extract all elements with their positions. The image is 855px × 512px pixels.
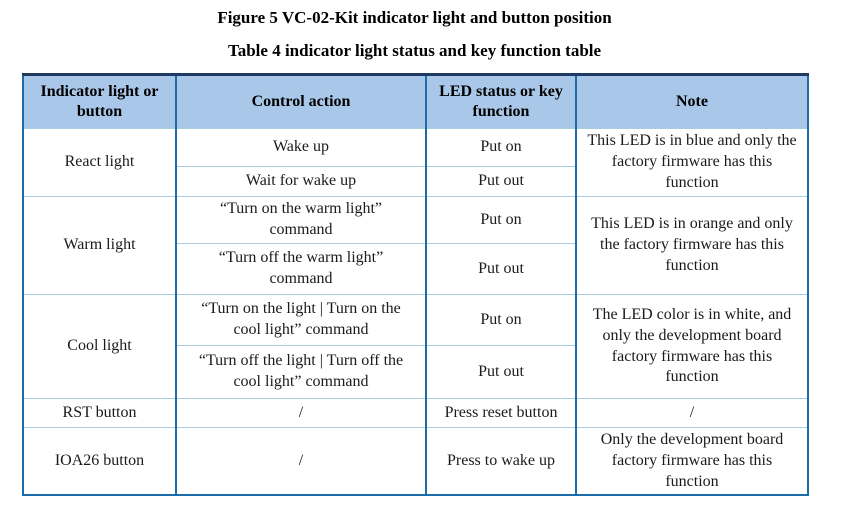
table-row: Wait for wake up Put out xyxy=(23,166,808,197)
note-cell-react-light: This LED is in blue and only the factory… xyxy=(575,128,809,197)
action-cell: “Turn off the light | Turn off the cool … xyxy=(175,345,427,399)
status-cell: Put out xyxy=(425,243,577,295)
label-ioa26-button: IOA26 button xyxy=(22,427,177,496)
note-cell-ioa26-button: Only the development board factory firmw… xyxy=(575,427,809,496)
document-page: Figure 5 VC-02-Kit indicator light and b… xyxy=(22,0,809,497)
note-cell-warm-light: This LED is in orange and only the facto… xyxy=(575,196,809,295)
header-note: Note xyxy=(575,74,809,129)
table-row: “Turn off the warm light” command Put ou… xyxy=(23,243,808,295)
table-row: IOA26 button / Press to wake up Only the… xyxy=(22,427,809,496)
status-cell: Put on xyxy=(425,196,577,244)
status-cell: Press reset button xyxy=(425,398,577,428)
header-led-status-or-key-function: LED status or key function xyxy=(425,74,577,129)
action-cell: / xyxy=(175,427,427,496)
action-cell: “Turn on the light | Turn on the cool li… xyxy=(175,294,427,346)
status-cell: Put out xyxy=(425,345,577,399)
action-cell: Wait for wake up xyxy=(175,166,427,197)
note-cell-rst-button: / xyxy=(575,398,809,428)
table-row: RST button / Press reset button / xyxy=(22,398,809,428)
action-cell: “Turn on the warm light” command xyxy=(175,196,427,244)
action-cell: “Turn off the warm light” command xyxy=(175,243,427,295)
status-cell: Put out xyxy=(425,166,577,197)
table-row: “Turn off the light | Turn off the cool … xyxy=(23,345,808,399)
note-cell-cool-light: The LED color is in white, and only the … xyxy=(575,294,809,399)
status-cell: Put on xyxy=(425,128,577,167)
action-cell: Wake up xyxy=(175,128,427,167)
status-cell: Press to wake up xyxy=(425,427,577,496)
indicator-function-table: Indicator light or button Control action… xyxy=(22,73,809,497)
table-row: Cool light “Turn on the light | Turn on … xyxy=(22,294,809,399)
status-cell: Put on xyxy=(425,294,577,346)
label-rst-button: RST button xyxy=(22,398,177,428)
group-label-cool-light: Cool light xyxy=(22,294,177,399)
table-header-row: Indicator light or button Control action… xyxy=(22,74,809,129)
table-row: Warm light “Turn on the warm light” comm… xyxy=(22,196,809,295)
header-indicator-light-or-button: Indicator light or button xyxy=(22,74,177,129)
action-cell: / xyxy=(175,398,427,428)
figure-caption: Figure 5 VC-02-Kit indicator light and b… xyxy=(217,8,612,27)
table-caption: Table 4 indicator light status and key f… xyxy=(227,41,602,60)
group-label-warm-light: Warm light xyxy=(22,196,177,295)
table-row: React light Wake up Put on This LED is i… xyxy=(22,128,809,197)
header-control-action: Control action xyxy=(175,74,427,129)
group-label-react-light: React light xyxy=(22,128,177,197)
